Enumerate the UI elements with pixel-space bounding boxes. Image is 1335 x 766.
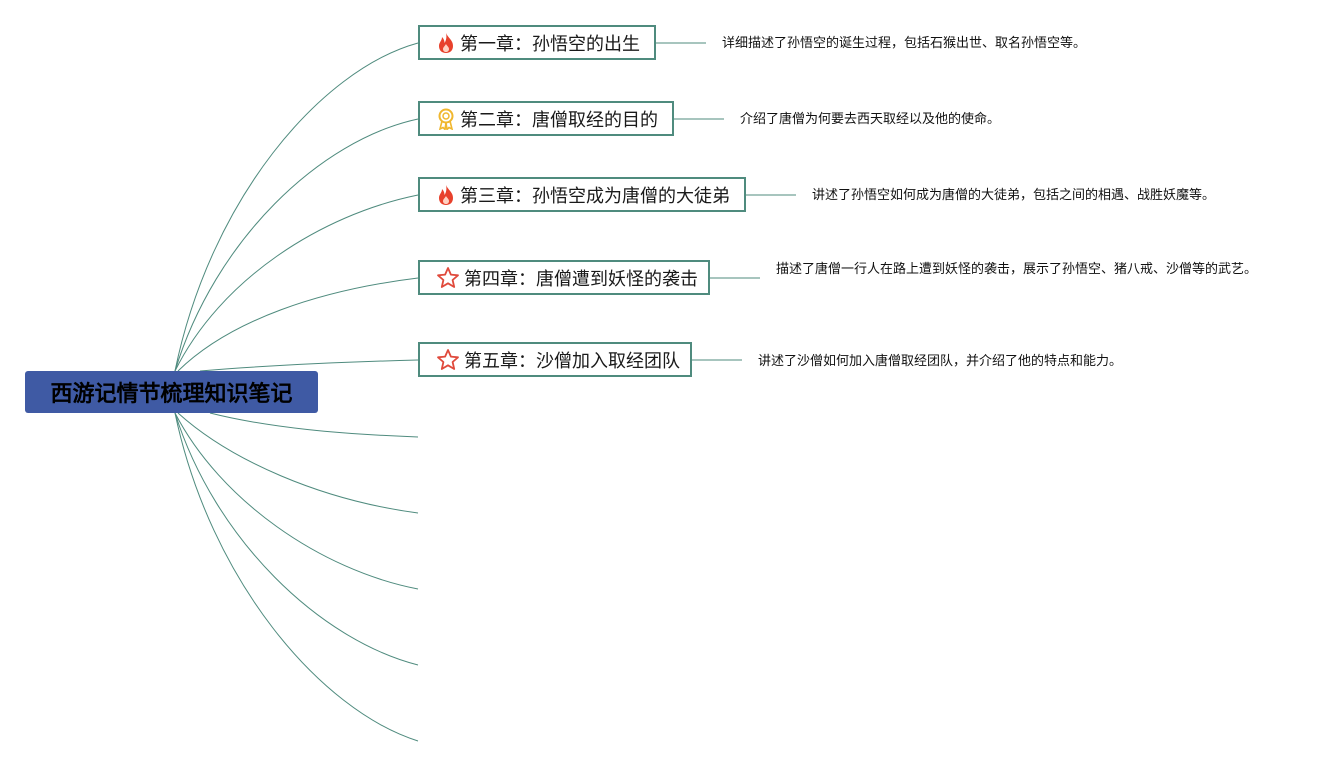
- chapter-label-5: 第五章：沙僧加入取经团队: [464, 350, 680, 372]
- branch-line-9: [174, 412, 419, 666]
- chapter-label-2: 第二章：唐僧取经的目的: [460, 109, 658, 131]
- branch-line-7: [177, 412, 419, 514]
- chapter-description-1: 详细描述了孙悟空的诞生过程，包括石猴出世、取名孙悟空等。: [722, 36, 1087, 51]
- branch-line-8: [174, 412, 419, 590]
- chapter-topic-5[interactable]: 第五章：沙僧加入取经团队: [418, 342, 692, 377]
- branch-line-6: [209, 412, 419, 438]
- branch-line-1: [174, 42, 419, 372]
- fire-icon: [436, 183, 456, 207]
- branch-line-3: [174, 194, 419, 372]
- chapter-label-1: 第一章：孙悟空的出生: [460, 33, 640, 55]
- chapter-topic-1[interactable]: 第一章：孙悟空的出生: [418, 25, 656, 60]
- medal-icon: [436, 107, 456, 131]
- fire-icon: [436, 31, 456, 55]
- chapter-topic-2[interactable]: 第二章：唐僧取经的目的: [418, 101, 674, 136]
- chapter-label-4: 第四章：唐僧遭到妖怪的袭击: [464, 268, 698, 290]
- chapter-description-4: 描述了唐僧一行人在路上遭到妖怪的袭击，展示了孙悟空、猪八戒、沙僧等的武艺。: [776, 262, 1258, 277]
- chapter-topic-3[interactable]: 第三章：孙悟空成为唐僧的大徒弟: [418, 177, 746, 212]
- chapter-description-3: 讲述了孙悟空如何成为唐僧的大徒弟，包括之间的相遇、战胜妖魔等。: [812, 188, 1216, 203]
- chapter-description-2: 介绍了唐僧为何要去西天取经以及他的使命。: [740, 112, 1001, 127]
- chapter-description-5: 讲述了沙僧如何加入唐僧取经团队，并介绍了他的特点和能力。: [758, 354, 1123, 369]
- branch-line-4: [177, 277, 419, 372]
- star-icon: [436, 348, 460, 372]
- chapter-label-3: 第三章：孙悟空成为唐僧的大徒弟: [460, 185, 730, 207]
- branch-line-10: [174, 412, 419, 742]
- root-title: 西游记情节梳理知识笔记: [50, 382, 293, 407]
- star-icon: [436, 266, 460, 290]
- chapter-topic-4[interactable]: 第四章：唐僧遭到妖怪的袭击: [418, 260, 710, 295]
- branch-line-5: [199, 359, 419, 372]
- root-topic[interactable]: 西游记情节梳理知识笔记: [25, 371, 318, 413]
- branch-line-2: [174, 118, 419, 372]
